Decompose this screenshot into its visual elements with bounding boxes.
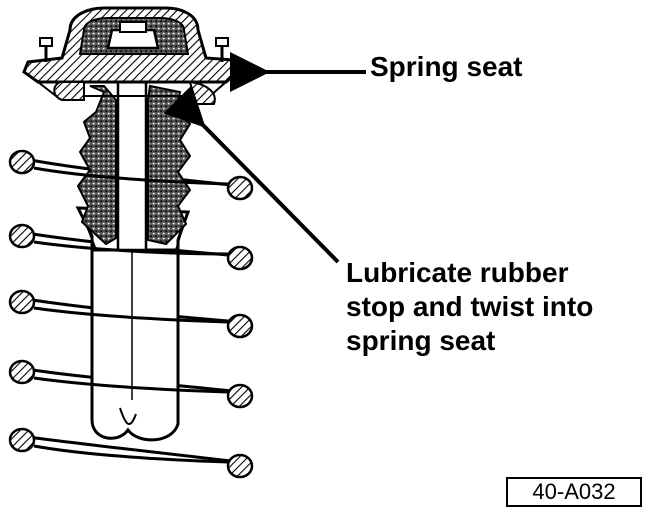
lubricate-instruction-label: Lubricate rubber stop and twist into spr… — [346, 256, 593, 358]
rubber-stop-bellows — [76, 84, 192, 246]
lubricate-line-1: Lubricate rubber — [346, 257, 569, 288]
shock-absorber-body — [75, 206, 191, 442]
spring-seat-label: Spring seat — [370, 51, 523, 82]
coil-spring-front — [33, 166, 229, 464]
leader-arrows — [163, 52, 366, 264]
rubber-stop-arrow — [163, 85, 340, 264]
lubricate-line-3: spring seat — [346, 325, 496, 356]
figure-id-badge: 40-A032 — [506, 477, 642, 507]
lubricate-line-2: stop and twist into — [346, 291, 594, 322]
upper-mount — [22, 6, 240, 105]
coil-spring-sections — [8, 149, 254, 479]
